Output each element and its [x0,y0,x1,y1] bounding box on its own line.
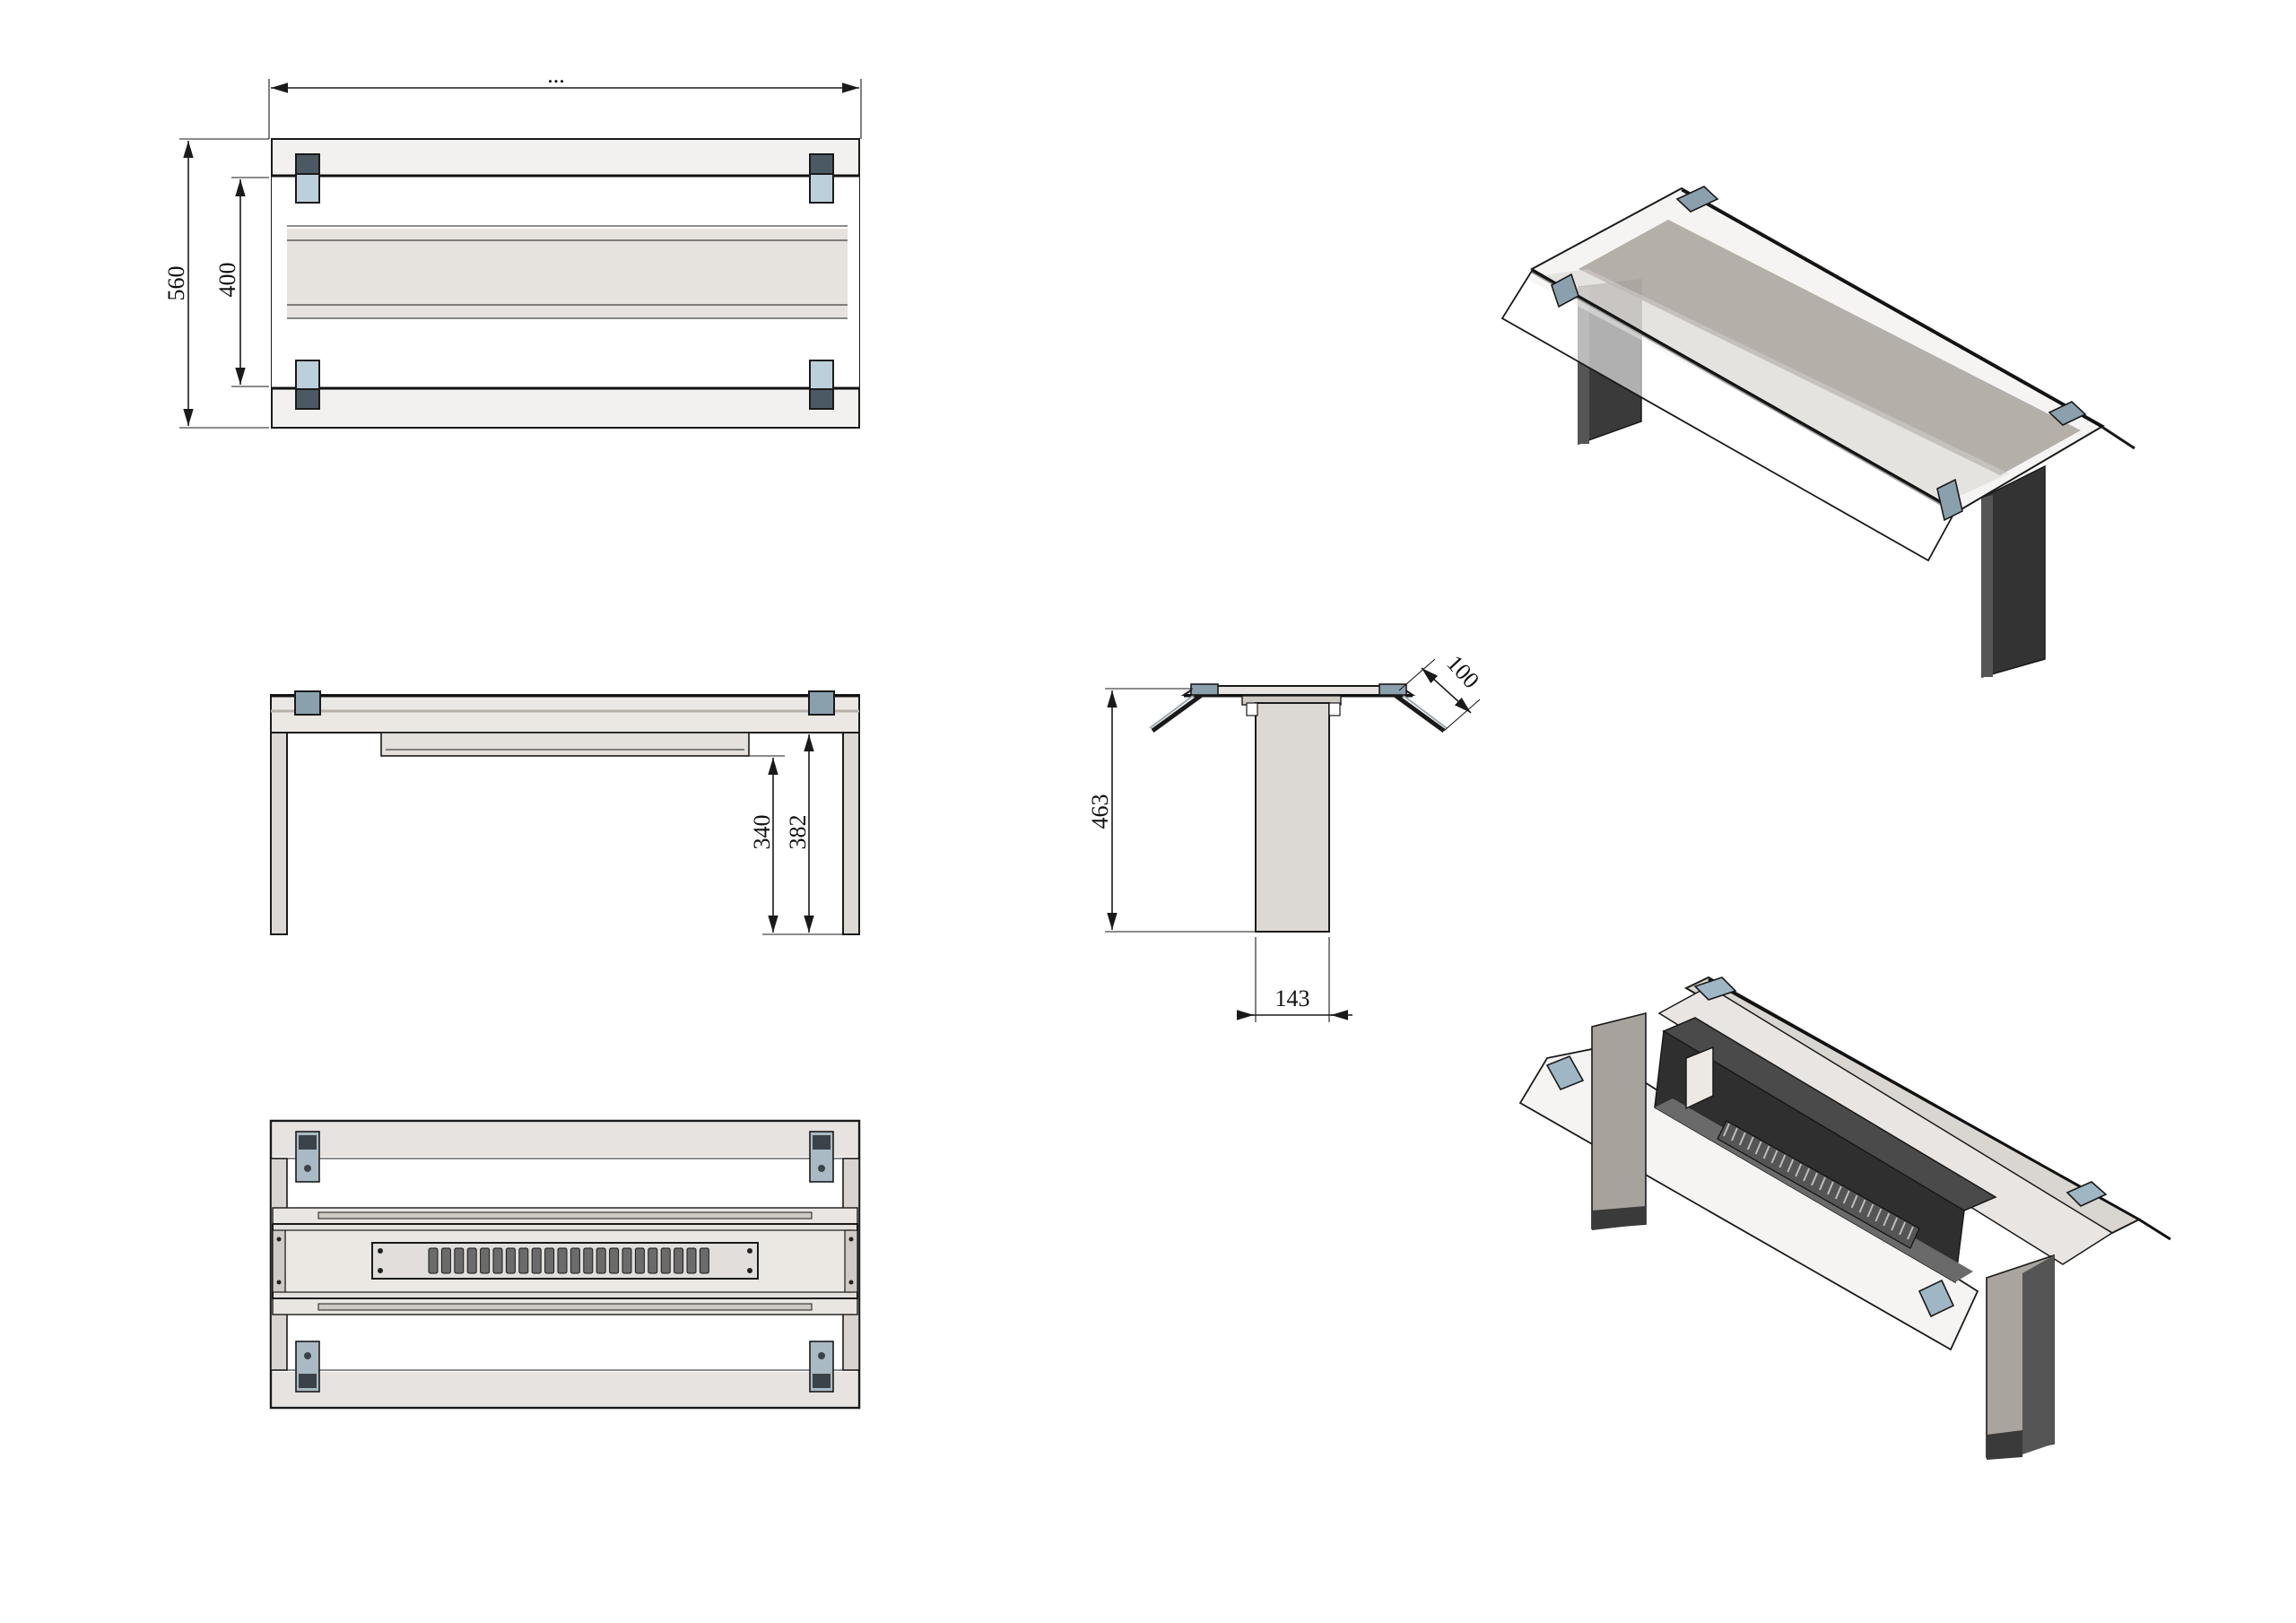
cable-slot [505,1247,516,1274]
iso-cable-slot [1834,1185,1842,1200]
cable-slot [518,1247,529,1274]
cable-slot [634,1247,645,1274]
iso-cable-slot [1779,1154,1787,1168]
top-depth-inner-label: 400 [214,263,240,298]
isometric-bottom-view [1518,976,2171,1460]
iso-cable-slot [1730,1127,1738,1141]
cable-slot [531,1247,542,1274]
cable-slot [454,1247,465,1274]
iso-cable-slot [1883,1212,1891,1227]
side-view: 463 100 143 [1087,650,1484,1022]
iso-cable-slot [1746,1136,1754,1150]
cable-slot [596,1247,606,1274]
iso-cable-slot [1754,1141,1762,1155]
cable-slot [428,1247,439,1274]
iso-cable-slot [1826,1181,1834,1195]
top-depth-outer-label: 560 [163,266,189,301]
cable-slot [466,1247,477,1274]
front-height-inner-label: 340 [749,815,775,850]
cable-slot [440,1247,451,1274]
front-height-outer-label: 382 [785,815,811,850]
iso-cable-slot [1866,1203,1874,1218]
iso-cable-slot [1762,1145,1770,1159]
cable-slot [480,1247,491,1274]
iso-cable-slot [1787,1159,1795,1173]
top-width-label: ... [547,62,565,88]
cable-slot [609,1247,620,1274]
leg-width-label: 143 [1275,985,1310,1011]
cable-slot [622,1247,632,1274]
iso-cable-slot [1795,1163,1803,1177]
side-offset-label: 100 [1441,650,1484,693]
iso-cable-slot [1723,1123,1730,1137]
cable-slot [570,1247,580,1274]
cable-slot [557,1247,568,1274]
iso-cable-slot [1842,1190,1850,1204]
cable-slot [660,1247,671,1274]
iso-cable-slots [1723,1123,1914,1240]
top-view: ... 560 400 [163,62,862,429]
iso-cable-slot [1858,1199,1866,1213]
iso-cable-slot [1891,1217,1899,1231]
bottom-view [269,1119,861,1410]
iso-cable-slot [1907,1226,1914,1240]
front-view: 340 382 [270,690,860,935]
cable-slot [686,1247,697,1274]
iso-cable-slot [1803,1167,1811,1182]
cable-slot [674,1247,684,1274]
side-height-label: 463 [1087,794,1113,829]
cable-slot [699,1247,709,1274]
cable-slot [544,1247,555,1274]
cable-slot [583,1247,594,1274]
iso-cable-slot [1738,1132,1746,1146]
iso-cable-slot [1874,1208,1883,1222]
iso-cable-slot [1811,1172,1818,1186]
iso-cable-slot [1770,1150,1779,1164]
iso-cable-slot [1899,1221,1907,1236]
cable-slots [428,1247,709,1274]
cable-slot [492,1247,503,1274]
isometric-top-view [1500,186,2135,678]
iso-cable-slot [1850,1194,1858,1209]
iso-cable-slot [1819,1176,1826,1191]
cable-slot [648,1247,658,1274]
